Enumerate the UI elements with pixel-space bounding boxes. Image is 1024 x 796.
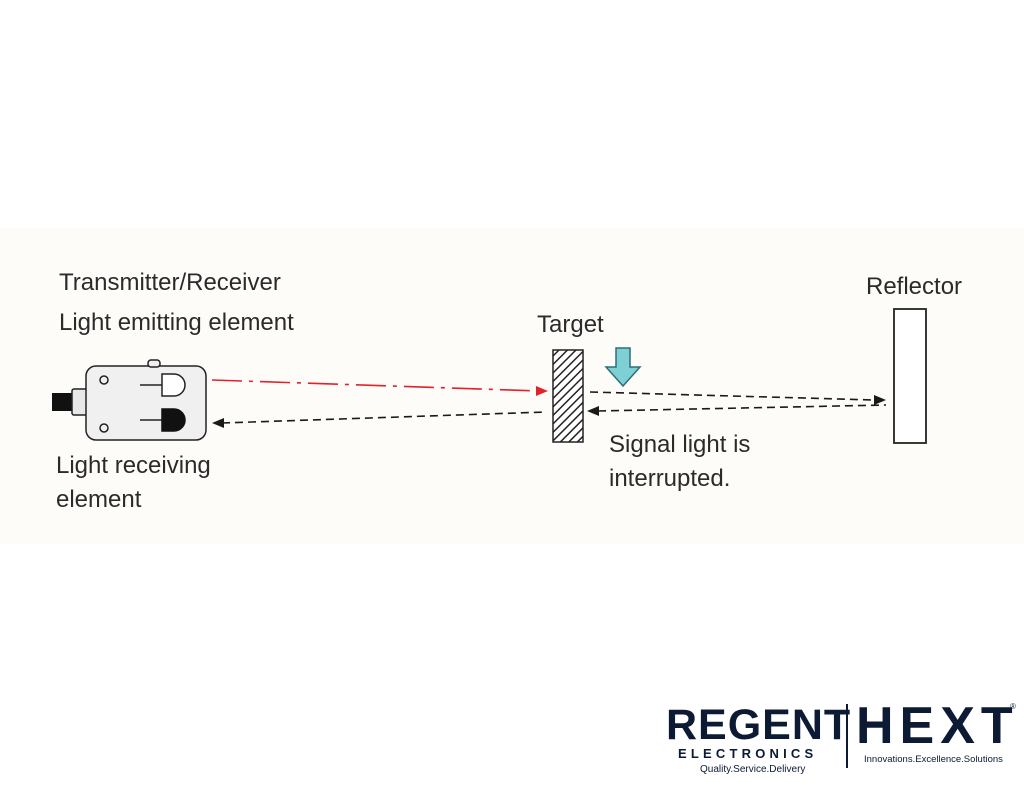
light-emitting-element-icon bbox=[140, 373, 186, 397]
mounting-hole-top bbox=[99, 375, 109, 385]
light-receiving-label-line1: Light receiving bbox=[56, 452, 211, 479]
reflector-block bbox=[893, 308, 927, 444]
target-label: Target bbox=[537, 311, 604, 338]
reflector-label: Reflector bbox=[866, 273, 963, 300]
sensor-body bbox=[85, 365, 207, 441]
mounting-hole-bottom bbox=[99, 423, 109, 433]
signal-interrupted-line1: Signal light is bbox=[609, 431, 751, 458]
sensor-indicator bbox=[147, 359, 161, 368]
transmitter-receiver-label: Transmitter/Receiver bbox=[59, 269, 281, 296]
light-emitting-element-label: Light emitting element bbox=[59, 309, 294, 336]
sensor-unit bbox=[52, 359, 207, 441]
light-receiving-label-line2: element bbox=[56, 486, 142, 513]
company-logo: REGENT ELECTRONICS Quality.Service.Deliv… bbox=[660, 700, 1020, 780]
hext-tagline: Innovations.Excellence.Solutions bbox=[864, 754, 1003, 765]
hext-wordmark: HEXT bbox=[856, 697, 1019, 755]
light-receiving-element-icon bbox=[140, 408, 186, 432]
interruption-arrow-icon bbox=[604, 347, 642, 388]
sensor-cable bbox=[52, 393, 74, 411]
regent-tagline: Quality.Service.Delivery bbox=[700, 764, 806, 775]
target-block bbox=[552, 349, 584, 443]
blocked-beam-outgoing bbox=[589, 391, 886, 405]
electronics-wordmark: ELECTRONICS bbox=[678, 746, 818, 761]
logo-divider bbox=[846, 704, 848, 768]
regent-wordmark: REGENT bbox=[666, 701, 852, 749]
emitted-beam bbox=[211, 379, 548, 396]
signal-interrupted-line2: interrupted. bbox=[609, 465, 731, 492]
return-beam-to-sensor bbox=[212, 411, 547, 428]
registered-mark: ® bbox=[1010, 702, 1016, 711]
blocked-beam-returning bbox=[587, 404, 887, 416]
